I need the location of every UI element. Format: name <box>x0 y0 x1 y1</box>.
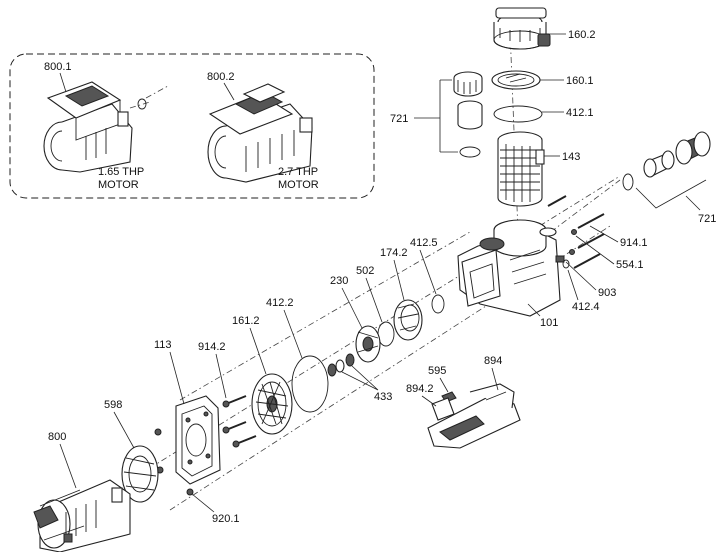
label-800: 800 <box>48 431 66 443</box>
union-set-right <box>622 131 711 191</box>
label-motor-b: MOTOR <box>278 179 319 191</box>
screw-920-1 <box>186 488 194 496</box>
union-set-top <box>453 71 483 158</box>
screw-left-top <box>154 428 162 436</box>
label-433: 433 <box>374 391 392 403</box>
label-595: 595 <box>428 365 446 377</box>
label-894: 894 <box>484 355 502 367</box>
seal-plate <box>251 373 293 435</box>
main-motor-800 <box>33 479 131 552</box>
label-721-right: 721 <box>698 213 716 225</box>
label-903: 903 <box>598 287 616 299</box>
label-920-1: 920.1 <box>212 513 240 525</box>
label-412-1: 412.1 <box>566 107 594 119</box>
label-101: 101 <box>540 317 558 329</box>
label-800-1: 800.1 <box>44 61 72 73</box>
pump-housing <box>457 219 561 317</box>
label-412-5: 412.5 <box>410 237 438 249</box>
motor-flange-598 <box>121 445 159 503</box>
motor-2-7-thp <box>207 83 313 183</box>
lid-o-ring-plate <box>491 70 541 90</box>
o-ring-412-1 <box>493 105 543 123</box>
label-160-1: 160.1 <box>566 75 594 87</box>
label-174-2: 174.2 <box>380 247 408 259</box>
label-554-1: 554.1 <box>616 259 644 271</box>
label-160-2: 160.2 <box>568 29 596 41</box>
lid-assembly <box>493 7 551 50</box>
o-ring-412-2 <box>291 355 329 413</box>
label-598: 598 <box>104 399 122 411</box>
label-1-65-thp: 1.65 THP <box>98 166 144 178</box>
label-230: 230 <box>330 275 348 287</box>
label-2-7-thp: 2.7 THP <box>278 166 318 178</box>
motor-1-65-thp <box>43 81 169 173</box>
label-502: 502 <box>356 265 374 277</box>
diffuser <box>393 299 423 341</box>
mechanical-seal <box>327 353 355 377</box>
seal-plate-bolts <box>222 395 257 448</box>
label-113: 113 <box>154 339 172 351</box>
label-914-1: 914.1 <box>620 237 648 249</box>
motor-bracket <box>175 395 221 485</box>
pump-base <box>427 383 521 449</box>
label-800-2: 800.2 <box>207 71 235 83</box>
strainer-basket <box>497 131 545 207</box>
o-ring-412-5 <box>431 294 445 314</box>
label-721-top: 721 <box>390 113 408 125</box>
label-894-2: 894.2 <box>406 383 434 395</box>
label-412-2: 412.2 <box>266 297 294 309</box>
base-insert-894-2 <box>431 397 455 421</box>
impeller <box>355 325 381 363</box>
housing-bolts <box>547 195 605 269</box>
label-412-4: 412.4 <box>572 301 600 313</box>
label-143: 143 <box>562 151 580 163</box>
motor-options-inset: 800.1 1.65 THP MOTOR 800.2 2.7 THP MOTOR <box>9 53 375 199</box>
label-motor-a: MOTOR <box>98 179 139 191</box>
label-161-2: 161.2 <box>232 315 260 327</box>
label-914-2: 914.2 <box>198 341 226 353</box>
